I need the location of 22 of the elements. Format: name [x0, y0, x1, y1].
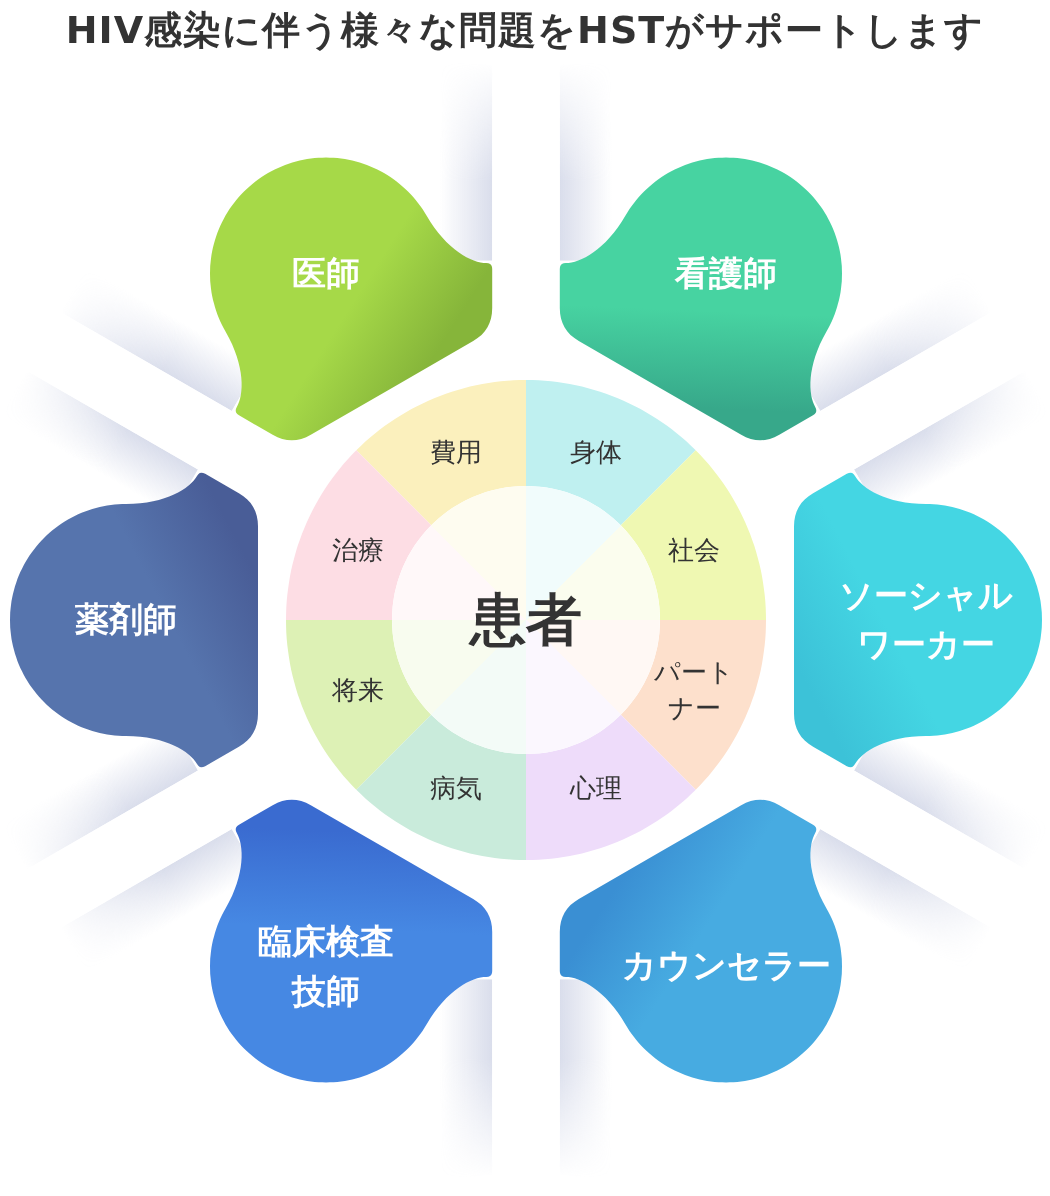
- role-label: 臨床検査技師: [257, 920, 395, 1013]
- wheel-segment: [285, 449, 433, 621]
- role-label: 医師: [292, 251, 360, 295]
- title: HIV感染に伴う様々な問題をHSTがサポートします: [65, 8, 985, 54]
- segment-label: 病気: [430, 771, 483, 805]
- role-label: 薬剤師: [75, 598, 177, 642]
- segment-label: 心理: [569, 771, 622, 805]
- wheel-segment: [355, 713, 527, 861]
- wheel-segment: [355, 379, 527, 527]
- wheel-segment: [525, 379, 697, 527]
- center-label: 患者: [470, 586, 582, 654]
- segment-label: 身体: [569, 435, 622, 469]
- segment-label: パートナー: [653, 655, 736, 725]
- segment-label: 治療: [331, 534, 384, 568]
- wheel-segment: [619, 449, 767, 621]
- wheel-segment: [619, 619, 767, 791]
- segment-label: 社会: [668, 534, 721, 568]
- role-label: ソーシャルワーカー: [838, 573, 1014, 666]
- segment-label: 費用: [430, 435, 483, 469]
- role-label: 看護師: [675, 251, 777, 295]
- role-label: カウンセラー: [621, 944, 831, 988]
- segment-label: 将来: [331, 673, 384, 707]
